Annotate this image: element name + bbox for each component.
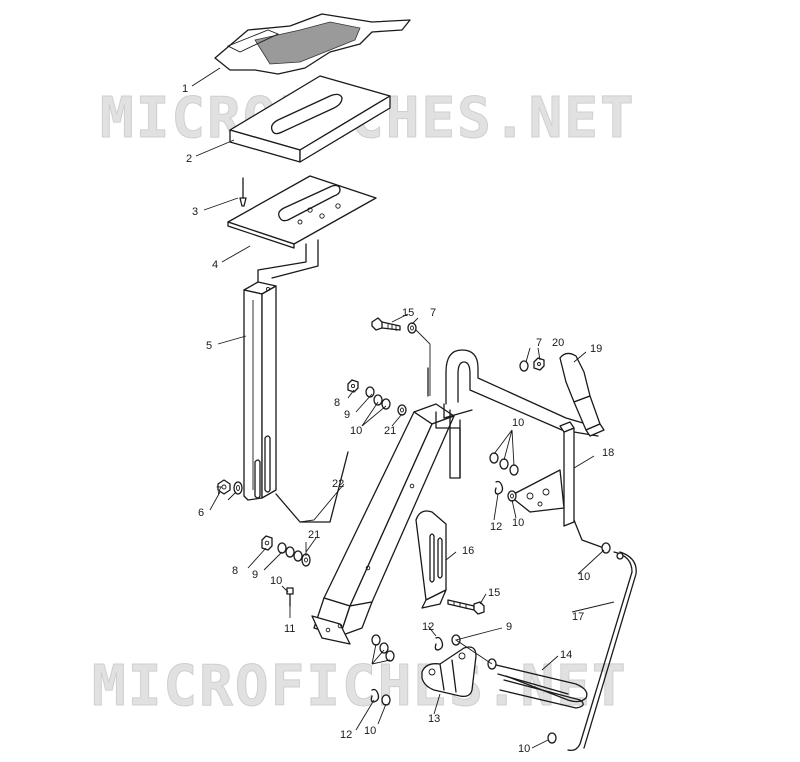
callout-5: 5 [206,340,212,352]
part-16-bracket [415,510,447,609]
part-2-pad [229,75,391,163]
callout-16: 16 [462,545,474,557]
leader-lines [191,67,615,749]
callout-7-top-right: 7 [536,337,542,349]
callout-4: 4 [212,259,218,271]
part-17-rod [547,542,637,752]
callout-18: 18 [602,447,614,459]
callout-10-right: 10 [512,417,524,429]
part-6-nut-left [217,479,231,495]
callout-8-lower: 8 [232,565,238,577]
callout-12-center: 12 [422,621,434,633]
callout-10-rod-top: 10 [578,571,590,583]
callout-10-plate: 10 [512,517,524,529]
callout-7-top: 7 [430,307,436,319]
callout-9-upper: 9 [344,409,350,421]
callout-2: 2 [186,153,192,165]
callout-17: 17 [572,611,584,623]
callout-20: 20 [552,337,564,349]
callout-21-lower: 21 [308,529,320,541]
callout-19: 19 [590,343,602,355]
dashed-guide-top [415,329,431,396]
callout-9-lower: 9 [252,569,258,581]
callout-15-lower: 15 [488,587,500,599]
callout-7-left: 7 [216,485,222,497]
callout-12-right: 12 [490,521,502,533]
part-7-washer-top [407,322,417,334]
callout-15-top: 15 [402,307,414,319]
callout-13: 13 [428,713,440,725]
callout-10-rod-bottom: 10 [518,743,530,755]
callout-12-bottom: 12 [340,729,352,741]
callout-6: 6 [198,507,204,519]
callout-1: 1 [182,83,188,95]
callout-21-upper: 21 [384,425,396,437]
callout-14: 14 [560,649,572,661]
part-11-pin [286,587,294,607]
hardware-cluster-right [489,452,519,502]
hardware-cluster-upper [347,379,407,416]
part-3-fastener [239,177,247,207]
part-18-pivot-arm [509,421,605,549]
part-7-washer-left [233,481,243,495]
callout-22: 22 [332,478,344,490]
callout-10-upper: 10 [350,425,362,437]
part-1-seat-cover [214,13,411,75]
hardware-cluster-bottom [370,634,461,706]
hardware-cluster-lower [261,535,311,567]
callout-11: 11 [284,623,295,635]
callout-8-upper: 8 [334,397,340,409]
watermark-bottom: MICROFICHES.NET [92,654,628,719]
part-5-seat-post [243,281,349,523]
part-7-washer-top-right [519,360,529,372]
callout-3: 3 [192,206,198,218]
part-20-nut [533,357,545,371]
handle-bar [427,349,601,479]
part-15-bolt-lower [447,599,485,615]
part-22-frame-tube [311,403,473,645]
callout-10-lower: 10 [270,575,282,587]
part-15-bolt-top [371,317,401,331]
callout-labels: 1 2 3 4 5 6 7 15 7 7 20 19 8 9 10 21 10 … [182,83,614,755]
part-13-lever-bracket [421,646,477,698]
callout-9-right: 9 [506,621,512,633]
callout-10-bottom: 10 [364,725,376,737]
part-4-mounting-plate [227,175,377,283]
part-19-grip [559,352,605,437]
